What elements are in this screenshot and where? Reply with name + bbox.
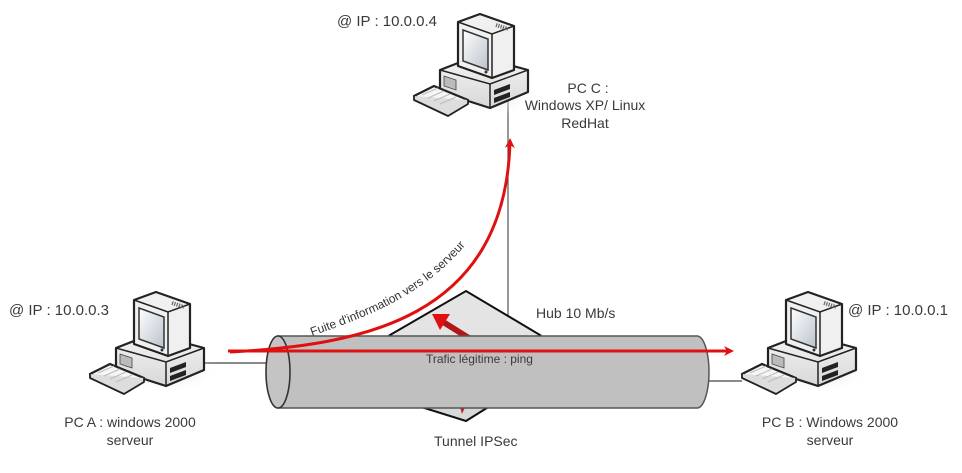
- pc-a-name-label: PC A : windows 2000: [64, 414, 196, 430]
- pc-b-ip-label: @ IP : 10.0.0.1: [848, 302, 949, 319]
- pc-b-role-label: serveur: [806, 432, 854, 448]
- legit-flow-label: Trafic légitime : ping: [426, 352, 533, 366]
- pc-a-ip-label: @ IP : 10.0.0.3: [9, 302, 110, 319]
- hub-label: Hub 10 Mb/s: [536, 305, 616, 321]
- pc-b-name-label: PC B : Windows 2000: [761, 414, 899, 430]
- pc-c-os-line2: RedHat: [561, 115, 609, 131]
- pc-c-os-line1: Windows XP/ Linux: [524, 97, 646, 113]
- tunnel-label: Tunnel IPSec: [434, 433, 518, 449]
- leak-flow-arrow: [229, 138, 515, 354]
- ipsec-tunnel: [265, 335, 710, 409]
- pc-c-ip-label: @ IP : 10.0.0.4: [337, 13, 438, 30]
- pc-a-role-label: serveur: [106, 432, 154, 448]
- pc-c-name-label: PC C :: [567, 80, 609, 96]
